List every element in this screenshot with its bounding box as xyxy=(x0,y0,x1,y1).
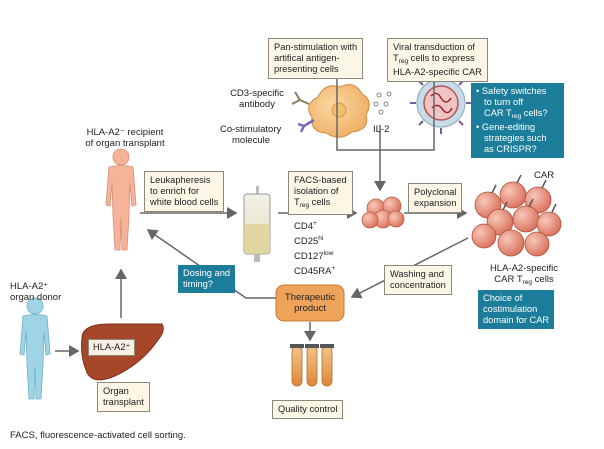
pan-stimulation-box: Pan-stimulation with artifical antigen- … xyxy=(268,38,364,79)
cd3-antibody-label: CD3-specific antibody xyxy=(230,88,284,110)
antigen-presenting-cell-icon xyxy=(308,84,370,138)
marker-cd25: CD25hi xyxy=(294,235,324,247)
facs-isolation-box: FACS-based isolation of Treg cells xyxy=(288,171,353,215)
car-label: CAR xyxy=(534,170,555,181)
il2-molecules-icon xyxy=(373,91,392,115)
washing-concentration-box: Washing and concentration xyxy=(384,265,452,295)
virus-icon xyxy=(410,72,472,134)
car-treg-label: HLA-A2-specific CAR Treg cells xyxy=(489,263,559,286)
test-tubes-icon xyxy=(290,344,334,387)
cd3-antibody-icon xyxy=(291,91,310,105)
viral-transduction-box: Viral transduction of Treg cells to expr… xyxy=(387,38,488,82)
quality-control-box: Quality control xyxy=(272,400,344,419)
organ-transplant-box: Organ transplant xyxy=(97,382,150,412)
therapeutic-product-label: Therapeutic product xyxy=(284,292,336,314)
marker-cd127: CD127low xyxy=(294,250,334,262)
costimulation-choice-box: Choice of costimulation domain for CAR xyxy=(478,290,555,329)
footnote: FACS, fluorescence-activated cell sortin… xyxy=(10,430,186,441)
blood-bag-icon xyxy=(243,186,271,262)
polyclonal-expansion-box: Polyclonal expansion xyxy=(408,183,463,213)
il2-label: IL-2 xyxy=(373,124,390,135)
therapeutic-product-shape xyxy=(275,284,345,322)
car-treg-cells-icon xyxy=(471,174,562,257)
treg-marker-list: CD4+ CD25hi CD127low CD45RA+ xyxy=(294,218,335,278)
costimulatory-molecule-icon xyxy=(297,118,315,133)
recipient-label: HLA-A2⁻ recipient of organ transplant xyxy=(85,127,165,149)
leukapheresis-box: Leukapheresis to enrich for white blood … xyxy=(144,171,225,212)
donor-figure-icon xyxy=(19,297,51,400)
safety-gene-editing-box: • Safety switches to turn off CAR Treg c… xyxy=(471,83,564,158)
donor-label: HLA-A2⁺ organ donor xyxy=(10,281,62,303)
treg-cells-icon xyxy=(361,196,405,229)
marker-cd4: CD4+ xyxy=(294,220,317,232)
dosing-timing-box: Dosing and timing? xyxy=(178,265,236,293)
recipient-figure-icon xyxy=(105,148,137,251)
costimulatory-label: Co-stimulatory molecule xyxy=(220,124,282,146)
marker-cd45ra: CD45RA+ xyxy=(294,265,336,277)
organ-hla-label: HLA-A2⁺ xyxy=(88,339,136,356)
